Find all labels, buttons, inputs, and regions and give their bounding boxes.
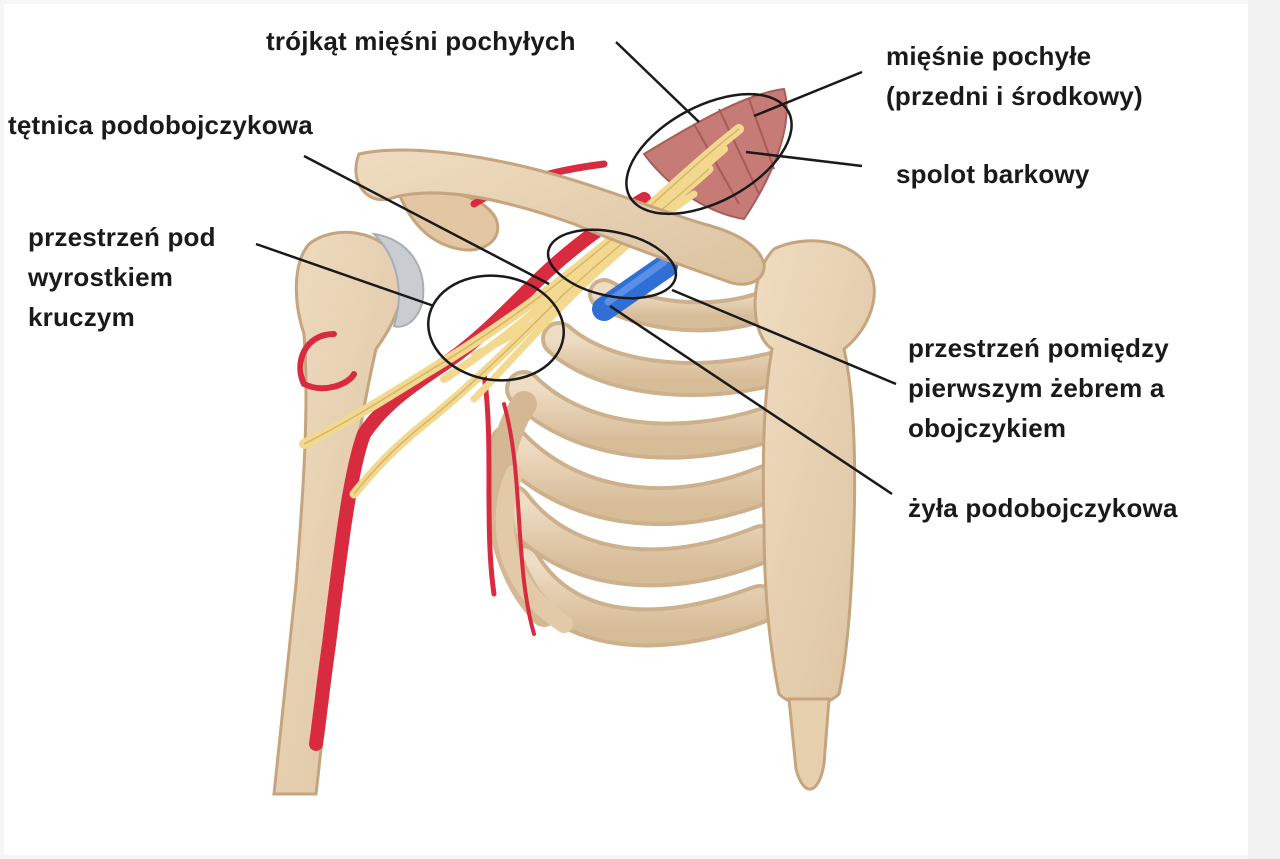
ellipse-costoclavicular — [546, 228, 678, 300]
frame-edge — [1248, 0, 1280, 859]
label-subcoracoid-space: przestrzeń pod wyrostkiem kruczym — [28, 217, 216, 337]
label-subclavian-vein: żyła podobojczykowa — [908, 488, 1178, 528]
label-subclavian-artery: tętnica podobojczykowa — [8, 105, 313, 145]
subclavian-artery — [309, 192, 651, 751]
leader-brachial-plexus — [745, 150, 863, 168]
diagram-canvas: trójkąt mięśni pochyłych mięśnie pochyłe… — [4, 4, 1248, 855]
artery-branch-circumflex — [297, 331, 357, 392]
label-scalene-triangle: trójkąt mięśni pochyłych — [266, 21, 576, 61]
artery-branch-thoracic-2 — [502, 402, 536, 636]
anatomy-illustration — [255, 41, 897, 796]
label-line: wyrostkiem — [28, 262, 174, 292]
label-line: mięśnie pochyłe — [886, 41, 1092, 71]
leader-costoclavicular — [671, 288, 897, 386]
rib-6-face — [506, 548, 776, 644]
label-scalene-muscles: mięśnie pochyłe (przedni i środkowy) — [886, 36, 1143, 116]
rib-4-face — [493, 428, 782, 523]
xiphoid — [787, 697, 831, 791]
label-line: obojczykiem — [908, 413, 1067, 443]
label-line: spolot barkowy — [896, 159, 1090, 189]
label-line: przestrzeń pod — [28, 222, 216, 252]
artery-branch-thoracic — [481, 371, 497, 597]
label-line: pierwszym żebrem a — [908, 373, 1165, 403]
leader-lines — [255, 41, 897, 496]
leader-subclavian-artery — [303, 154, 550, 286]
label-line: tętnica podobojczykowa — [8, 110, 313, 140]
label-line: trójkąt mięśni pochyłych — [266, 26, 576, 56]
sternum — [753, 239, 876, 791]
rib-2-face — [545, 325, 786, 393]
label-line: przestrzeń pomiędzy — [908, 333, 1169, 363]
label-line: (przedni i środkowy) — [886, 81, 1143, 111]
rib-3-face — [509, 374, 784, 456]
rib-lower-back-2 — [495, 465, 573, 633]
label-line: kruczym — [28, 302, 135, 332]
label-line: żyła podobojczykowa — [908, 493, 1178, 523]
rib-5-face — [496, 488, 778, 584]
leader-subcoracoid — [255, 242, 435, 308]
leader-scalene-triangle — [615, 41, 700, 123]
ellipse-subcoracoid — [427, 274, 565, 382]
label-costoclavicular-space: przestrzeń pomiędzy pierwszym żebrem a o… — [908, 328, 1169, 448]
leader-subclavian-vein — [609, 304, 893, 496]
rib-cage — [486, 278, 790, 648]
label-brachial-plexus: spolot barkowy — [896, 154, 1090, 194]
leader-scalene-muscles — [753, 70, 863, 118]
shoulder-cartilage — [371, 232, 425, 328]
subclavian-vein — [592, 254, 678, 321]
